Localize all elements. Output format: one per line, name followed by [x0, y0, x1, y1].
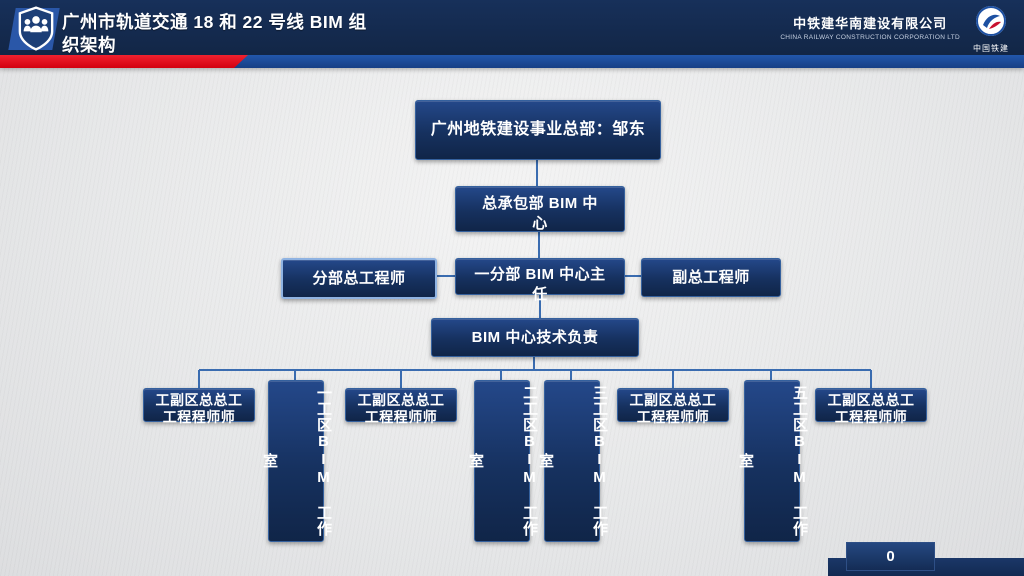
org-box-workroom-2: 二工区BIM 工作室 — [467, 380, 538, 542]
org-box-workroom-1: 一工区BIM 工作室 — [261, 380, 332, 542]
org-box-label: 二工区BIM 工作室 — [467, 385, 538, 537]
org-box-section-chief-3: 工副区总总工 工程程师师 — [617, 388, 729, 425]
red-stripe — [0, 55, 248, 68]
org-box-workroom-3: 三工区BIM 工作室 — [537, 380, 608, 542]
org-box-section-chief-2: 工副区总总工 工程程师师 — [345, 388, 457, 425]
org-box-label: 三工区BIM 工作室 — [537, 385, 608, 537]
slide-title-line1: 广州市轨道交通 18 和 22 号线 BIM 组 — [62, 12, 367, 32]
org-box-label-line2: 心 — [532, 215, 548, 232]
org-box-label-line1: 工副区总总工 — [155, 392, 243, 408]
company-name-block: 中铁建华南建设有限公司 CHINA RAILWAY CONSTRUCTION C… — [780, 13, 960, 41]
org-box-label-line2: 任 — [532, 286, 548, 303]
org-box-division-chief-engineer: 分部总工程师 — [281, 258, 437, 299]
blue-stripe — [0, 55, 1024, 68]
accent-stripe-row — [0, 55, 1024, 68]
org-box-section-chief-1: 工副区总总工 工程程师师 — [143, 388, 255, 425]
org-box-label-line1: 一分部 BIM 中心主 — [474, 266, 606, 283]
org-box-workroom-4: 五工区BIM 工作室 — [737, 380, 808, 542]
org-box-section-chief-4: 工副区总总工 工程程师师 — [815, 388, 927, 425]
header-bar — [0, 0, 1024, 55]
org-box-label: 广州地铁建设事业总部：邹东 — [430, 121, 646, 138]
org-box-gc-bim-center: 总承包部 BIM 中 心 — [455, 186, 625, 232]
org-box-deputy-chief-engineer: 副总工程师 — [641, 258, 781, 297]
org-box-headquarters: 广州地铁建设事业总部：邹东 — [415, 100, 661, 160]
crcc-logo-icon — [976, 6, 1006, 36]
org-box-label: BIM 中心技术负责 — [471, 328, 599, 346]
org-box-label-line2: 工程程师师 — [364, 409, 438, 425]
org-box-bim-tech-lead: BIM 中心技术负责 — [431, 318, 639, 357]
page-number-badge: 0 — [846, 542, 935, 571]
slide-title-line2: 织架构 — [62, 35, 116, 55]
org-box-label: 一工区BIM 工作室 — [261, 385, 332, 537]
slide-title: 广州市轨道交通 18 和 22 号线 BIM 组 织架构 — [62, 11, 367, 57]
org-box-division-bim-director: 一分部 BIM 中心主 任 — [455, 258, 625, 303]
org-box-label-line2: 工程程师师 — [834, 409, 908, 425]
org-box-label: 分部总工程师 — [312, 269, 406, 287]
page-number: 0 — [886, 548, 895, 565]
org-box-label: 副总工程师 — [672, 268, 750, 286]
org-box-label-line1: 工副区总总工 — [629, 392, 717, 408]
org-box-label-line1: 工副区总总工 — [827, 392, 915, 408]
crcc-logo-caption: 中国铁建 — [973, 44, 1009, 53]
team-shield-icon — [17, 5, 55, 57]
org-box-label-line1: 总承包部 BIM 中 — [482, 195, 598, 212]
company-name-en: CHINA RAILWAY CONSTRUCTION CORPORATION L… — [780, 34, 960, 41]
org-box-label: 五工区BIM 工作室 — [737, 385, 808, 537]
org-box-label-line2: 工程程师师 — [636, 409, 710, 425]
org-box-label-line2: 工程程师师 — [162, 409, 236, 425]
org-box-label-line1: 工副区总总工 — [357, 392, 445, 408]
company-name-cn: 中铁建华南建设有限公司 — [793, 16, 948, 31]
crcc-logo: 中国铁建 — [968, 5, 1014, 54]
